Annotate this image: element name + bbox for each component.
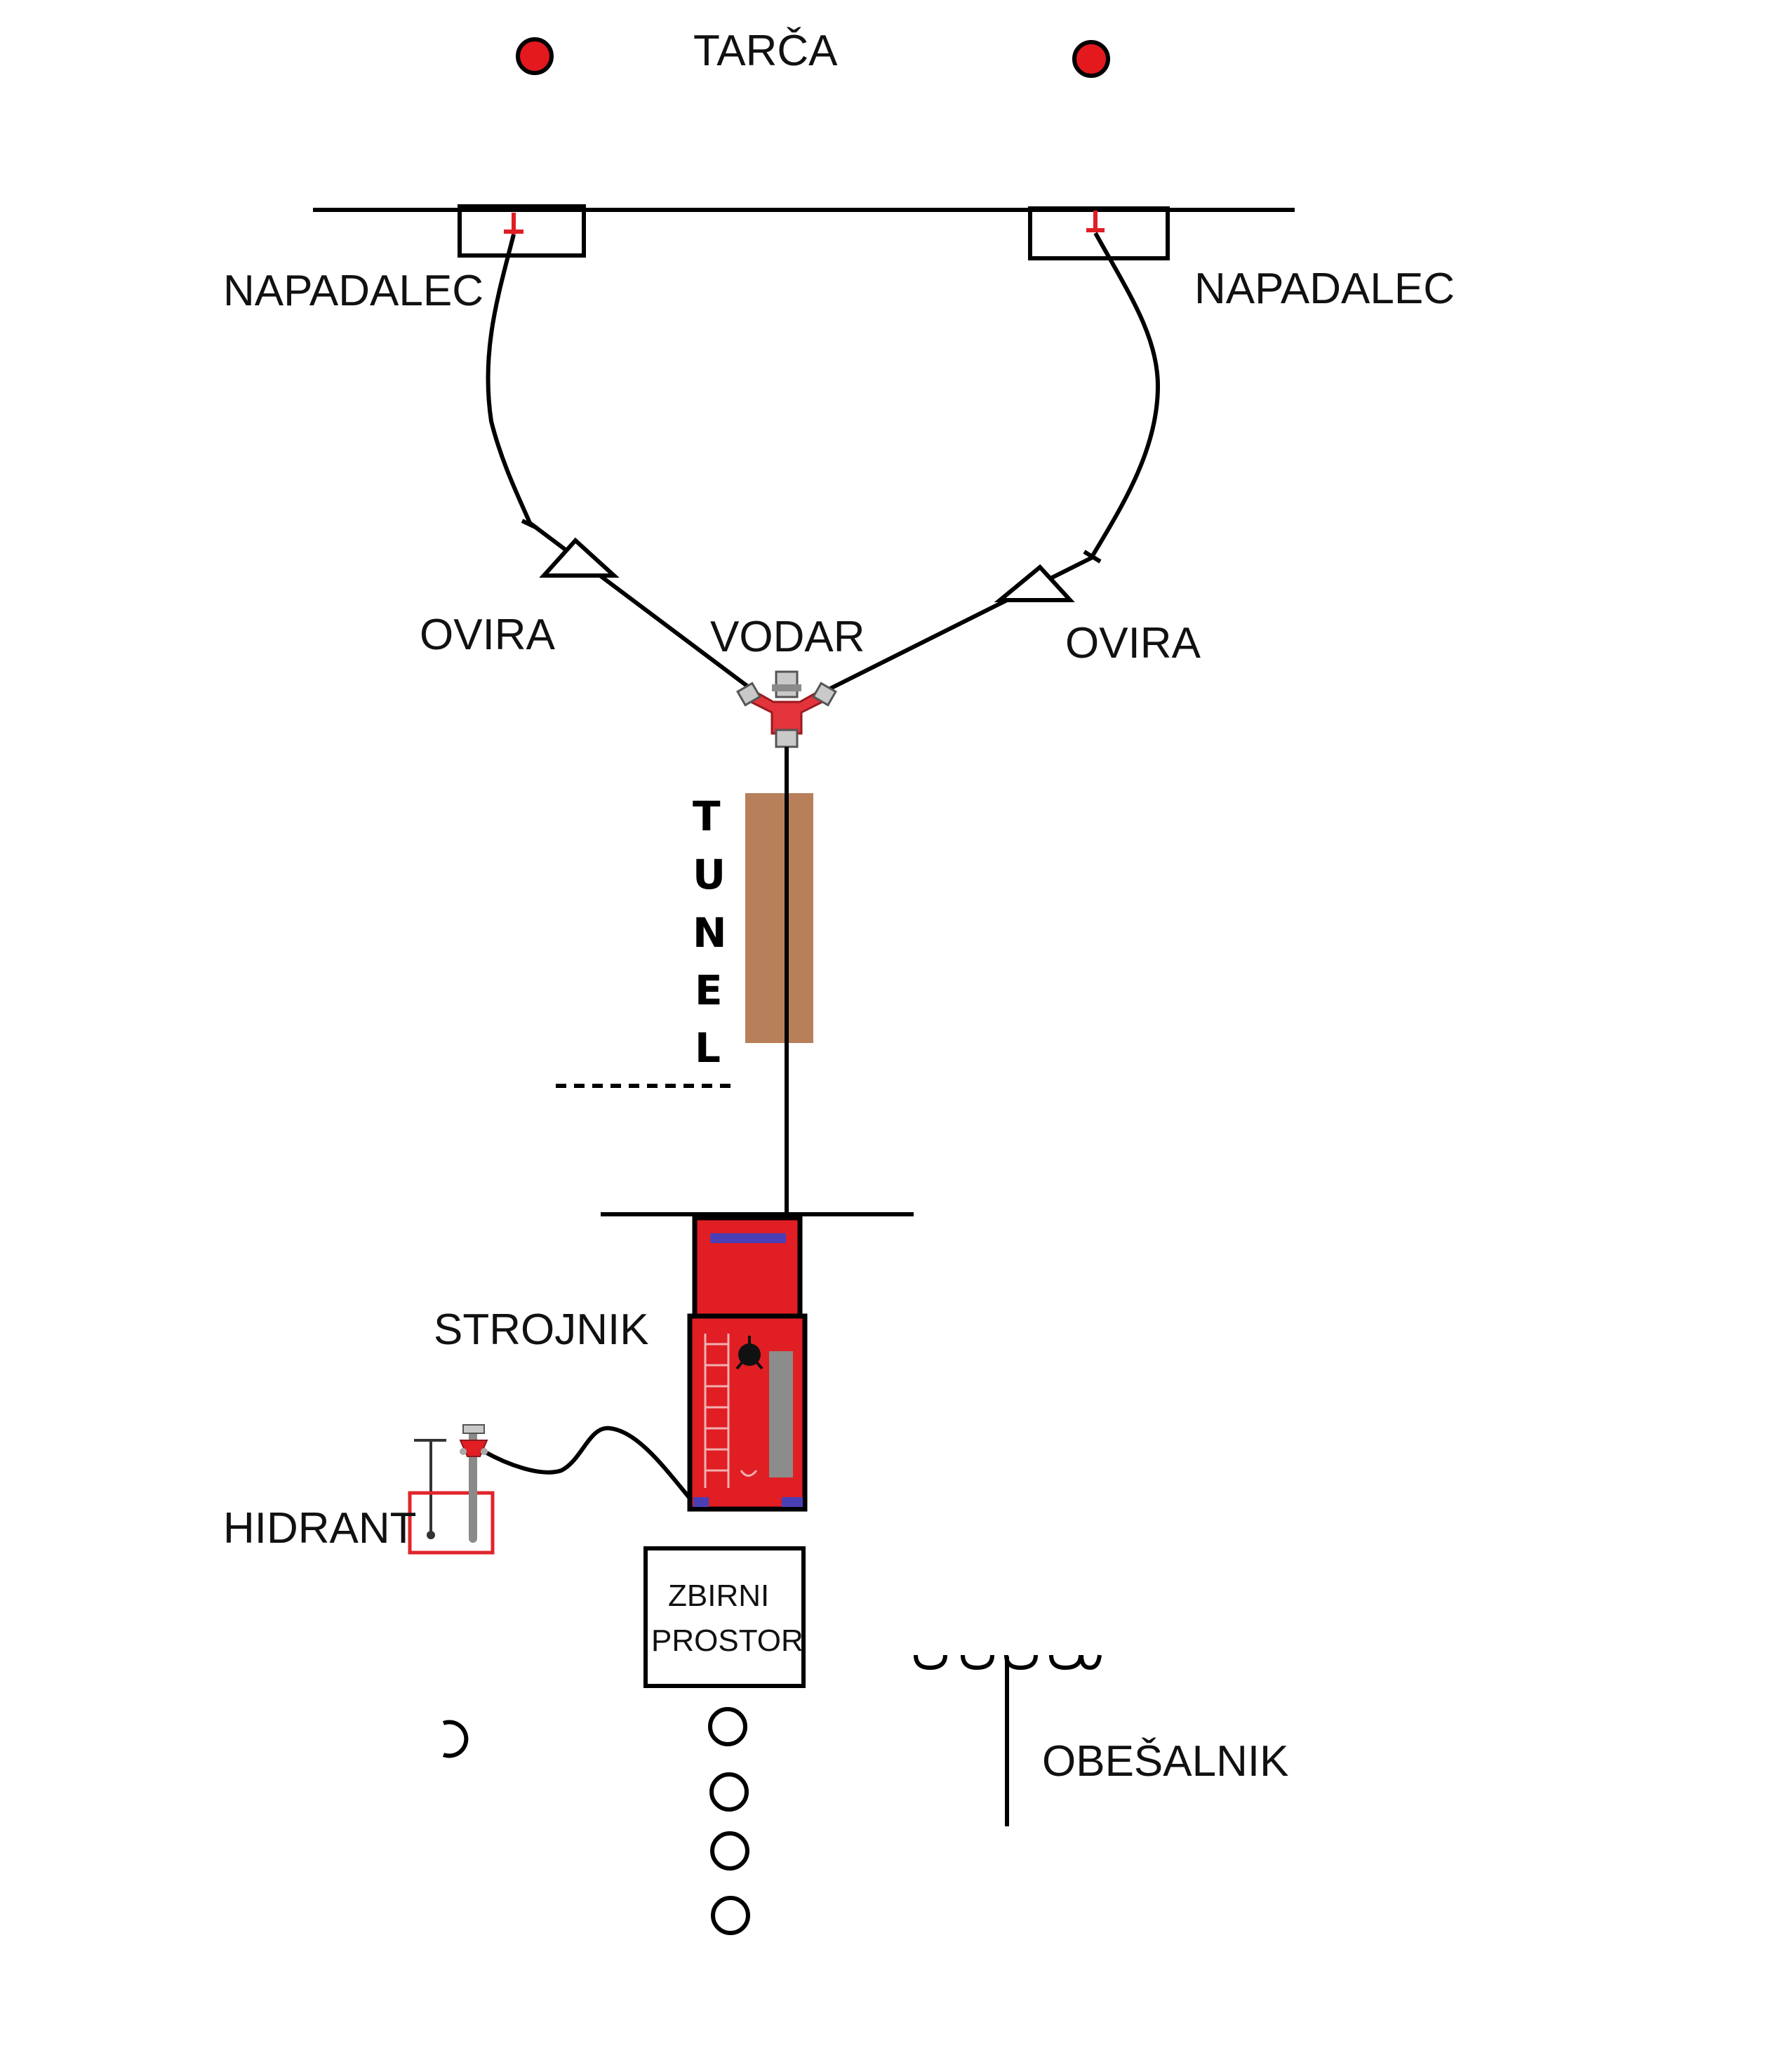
- standpipe-key-icon: [414, 1439, 446, 1539]
- nozzle-icon: [1086, 211, 1105, 232]
- attacker-label-left: NAPADALEC: [223, 267, 483, 315]
- coupling-left: [521, 519, 538, 530]
- svg-text:N: N: [693, 909, 727, 957]
- target-label: TARČA: [693, 27, 838, 75]
- hydrant-label: HIDRANT: [223, 1504, 417, 1553]
- helmet-position-icon: [708, 1707, 747, 1746]
- target-dot-icon: [516, 37, 554, 75]
- helmet-position-icon: [710, 1831, 749, 1871]
- dividing-breeching-icon: [736, 670, 837, 748]
- fire-truck-icon: [687, 1215, 808, 1512]
- tunnel-label: T U N E L: [693, 792, 727, 1072]
- assembly-label-line1: ZBIRNI: [668, 1579, 769, 1613]
- obstacle-triangle-icon: [994, 564, 1075, 602]
- leader-label: VODAR: [710, 613, 865, 661]
- nozzle-icon: [504, 213, 523, 234]
- hydrant-icon: [408, 1424, 495, 1555]
- coupling-right: [1083, 550, 1102, 564]
- attacker-label-right: NAPADALEC: [1194, 265, 1455, 313]
- attacker-position-right: [1028, 206, 1170, 260]
- rack-hooks-icon: [914, 1654, 1102, 1826]
- obstacle-label-right: OVIRA: [1065, 619, 1201, 668]
- suction-hose: [483, 1426, 693, 1501]
- hose-right: [823, 232, 1161, 693]
- assembly-area-box: [643, 1546, 806, 1688]
- hose-left: [486, 234, 756, 693]
- obstacle-label-left: OVIRA: [420, 611, 556, 659]
- tunnel: [745, 793, 813, 1043]
- commander-position-icon: [442, 1720, 469, 1758]
- rack-label: OBEŠALNIK: [1042, 1737, 1288, 1786]
- target-dot-icon: [1072, 40, 1110, 78]
- helmet-position-icon: [709, 1772, 749, 1812]
- svg-text:T: T: [693, 792, 721, 840]
- svg-text:U: U: [693, 851, 726, 898]
- svg-text:L: L: [695, 1024, 721, 1072]
- obstacle-triangle-icon: [539, 537, 620, 578]
- operator-label: STROJNIK: [434, 1306, 649, 1354]
- svg-text:E: E: [695, 967, 723, 1014]
- attacker-position-left: [458, 204, 586, 258]
- helmet-position-icon: [711, 1896, 750, 1935]
- assembly-label-line2: PROSTOR: [651, 1623, 803, 1658]
